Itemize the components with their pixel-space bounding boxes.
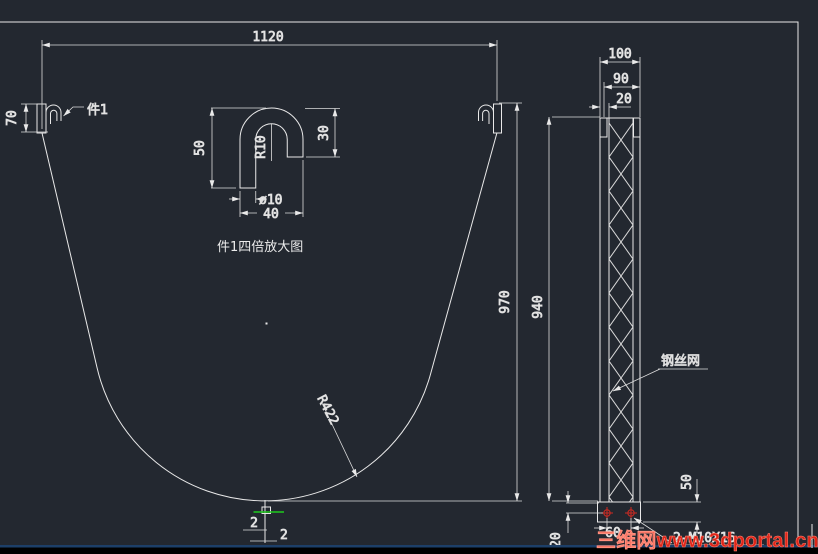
- part1-callout-text: 件1: [87, 103, 108, 118]
- detail-view-caption: 件1四倍放大图: [217, 240, 303, 255]
- side-dim-60: 60: [594, 518, 644, 541]
- detail-dim-r10: R10: [254, 124, 272, 161]
- side-dim-20-wall-text: 20: [616, 92, 632, 107]
- dim-1120: 1120: [41, 30, 498, 129]
- side-dim-20-wall: 20: [589, 92, 632, 118]
- detail-dim-dia10: ø10: [229, 191, 283, 217]
- bottom-grip-box: [261, 506, 271, 514]
- detail-dim-50-text: 50: [193, 140, 208, 156]
- right-clamp-section: [633, 117, 641, 138]
- arc-center-mark: [265, 322, 268, 325]
- mesh-callout: 钢丝网: [612, 354, 708, 392]
- side-dim-100: 100: [599, 47, 641, 117]
- dim-r422: R422: [313, 392, 358, 478]
- side-dim-50-plate: 50: [643, 474, 701, 533]
- side-dim-60-text: 60: [605, 526, 621, 541]
- side-dim-20-hole-offset: 20: [549, 491, 603, 548]
- dim-1120-text: 1120: [252, 30, 283, 45]
- watermark-text: 三维网www.3dportal.cn: [596, 528, 818, 552]
- side-dim-100-text: 100: [608, 47, 631, 62]
- detail-dim-dia10-text: ø10: [259, 193, 282, 208]
- detail-dim-30-text: 30: [317, 125, 332, 141]
- dim-940-text: 940: [531, 295, 546, 318]
- dim-2b-text: 2: [280, 528, 288, 543]
- side-dim-50-plate-text: 50: [680, 474, 695, 490]
- detail-view-geometry: [239, 107, 304, 189]
- basket-outline: [41, 132, 498, 502]
- left-rail-section: [36, 103, 47, 134]
- detail-dim-30: 30: [305, 108, 340, 158]
- left-clamp-section: [599, 117, 608, 138]
- side-dim-20-hole-offset-text: 20: [549, 532, 564, 548]
- side-view-geometry: [597, 117, 641, 523]
- dim-970-text: 970: [498, 290, 513, 313]
- dim-r422-text: R422: [313, 393, 341, 428]
- mounting-holes: [601, 507, 637, 519]
- viewport-bottom-edge: [0, 545, 818, 554]
- hole-callout-text: 2-M10X16: [673, 531, 736, 546]
- side-dim-90: 90: [603, 72, 641, 117]
- drawing-frame-border: [0, 21, 799, 546]
- dim-bottom-offsets: 2 2: [243, 516, 288, 543]
- mesh-callout-text: 钢丝网: [661, 354, 700, 369]
- detail-hook-outline: [239, 107, 304, 189]
- right-rail-section: [493, 103, 502, 134]
- base-plate: [597, 501, 641, 523]
- dim-70: 70: [5, 103, 48, 133]
- wire-mesh-hatch: [609, 123, 633, 502]
- detail-dim-50: 50: [193, 107, 266, 189]
- side-dim-90-text: 90: [613, 72, 629, 87]
- part1-callout: 件1: [63, 103, 109, 118]
- right-hook: [478, 104, 494, 124]
- left-hook: [45, 104, 62, 124]
- dim-940: 940: [531, 116, 600, 502]
- detail-dim-r10-text: R10: [254, 135, 269, 158]
- front-view-geometry: [36, 103, 502, 543]
- dim-70-text: 70: [5, 110, 20, 126]
- detail-dim-40-text: 40: [263, 207, 279, 222]
- detail-dim-40: 40: [239, 160, 304, 222]
- dim-2a-text: 2: [250, 516, 258, 531]
- dim-970: 970: [268, 102, 522, 502]
